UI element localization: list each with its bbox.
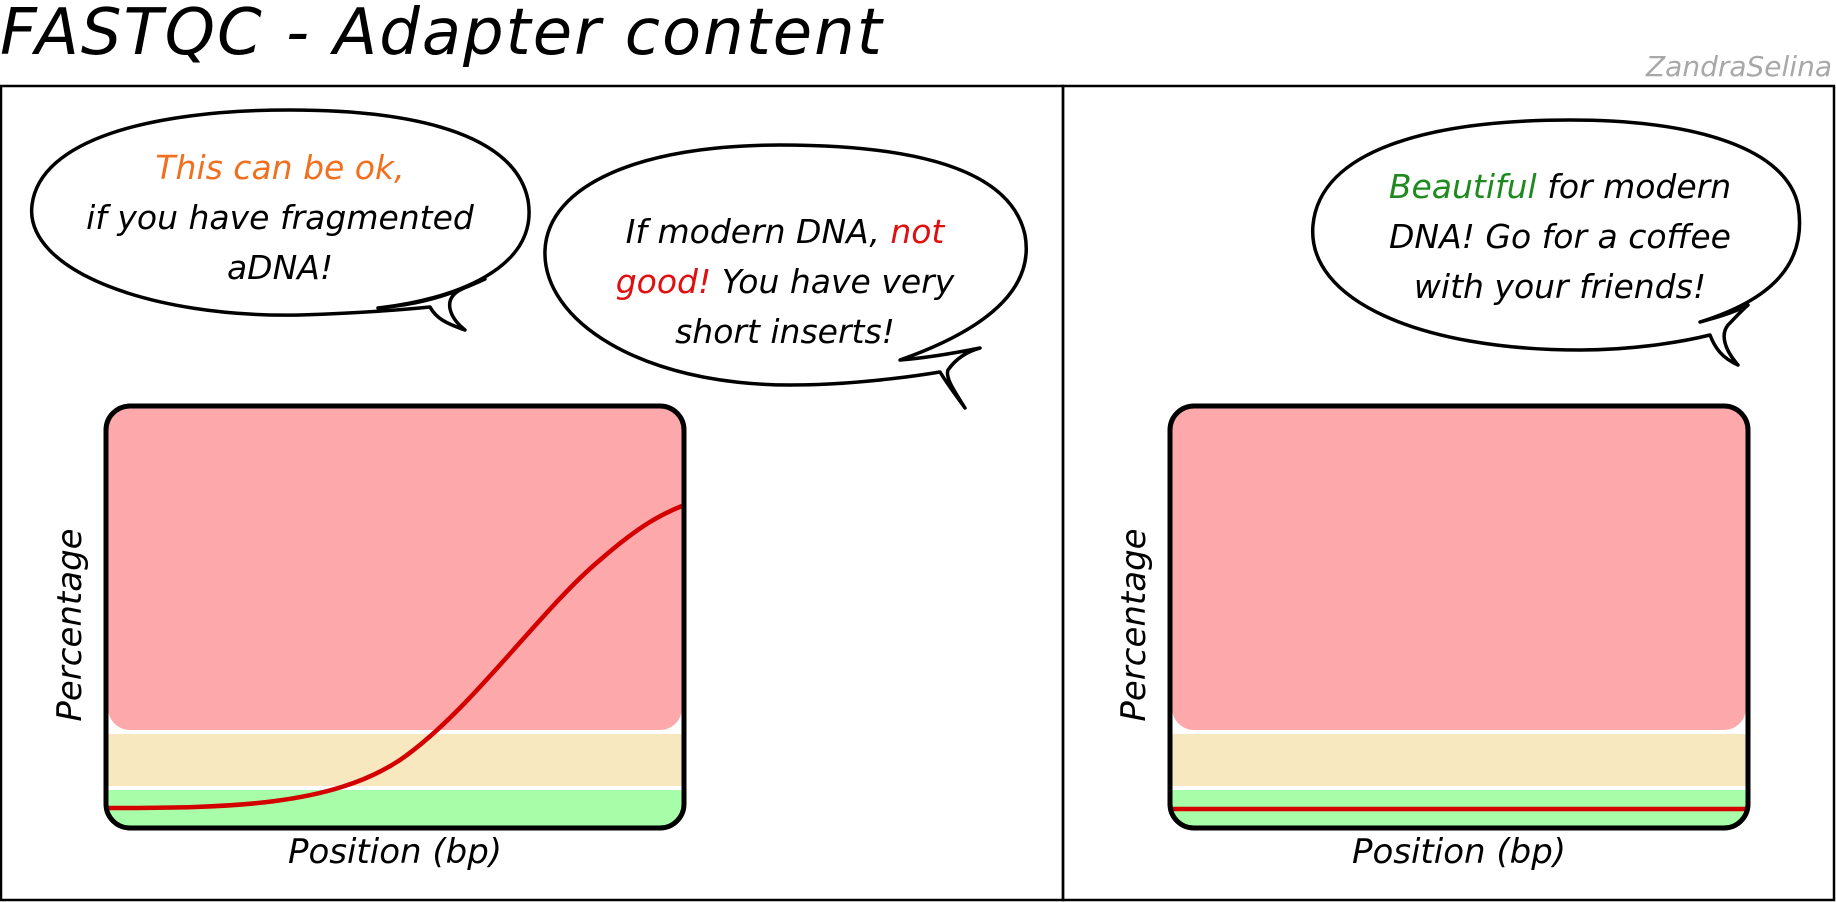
plot-left-ylabel: Percentage [50, 528, 90, 722]
bubble-segment: with your friends! [1413, 267, 1707, 306]
bubble-segment: good! [615, 262, 712, 301]
bubble-line: with your friends! [1335, 262, 1785, 312]
speech-bubble-right [1311, 118, 1802, 367]
plot-left-frame [103, 403, 687, 831]
bubble-line: aDNA! [60, 243, 500, 293]
bubble-segment: if you have fragmented [86, 198, 474, 237]
bubble-line: if you have fragmented [60, 193, 500, 243]
bubble-segment: for modern [1536, 167, 1732, 206]
bubble-segment: DNA! Go for a coffee [1389, 217, 1731, 256]
plot-left-fail-zone [108, 408, 682, 730]
adapter-curve-left [105, 503, 685, 811]
speech-bubble-left-2 [543, 143, 1028, 410]
bubble-segment: not [890, 212, 945, 251]
plot-right-xlabel: Position (bp) [1351, 832, 1567, 872]
bubble-line: short inserts! [565, 307, 1005, 357]
plot-left-warn-zone [108, 734, 682, 786]
plot-right-warn-zone [1172, 734, 1746, 786]
bubble-line: This can be ok, [60, 143, 500, 193]
plot-left-pass-zone [108, 790, 682, 826]
artist-signature: ZandraSelina [1646, 50, 1832, 83]
plot-right-frame [1167, 403, 1751, 831]
bubble-text-left-1: This can be ok, if you have fragmented aDN… [60, 143, 500, 293]
plot-right-fail-zone [1172, 408, 1746, 730]
bubble-segment: short inserts! [675, 312, 895, 351]
bubble-segment: aDNA! [226, 248, 334, 287]
bubble-segment: Beautiful [1388, 167, 1537, 206]
bubble-segment: This can be ok, [155, 148, 405, 187]
bubble-line: If modern DNA, not [565, 207, 1005, 257]
comic-title: FASTQC - Adapter content [0, 0, 884, 70]
bubble-line: good! You have very [565, 257, 1005, 307]
speech-bubble-left-1 [30, 108, 531, 332]
bubble-line: DNA! Go for a coffee [1335, 212, 1785, 262]
bubble-segment: You have very [711, 262, 955, 301]
plot-right-ylabel: Percentage [1114, 528, 1154, 722]
plot-left [103, 403, 687, 831]
plot-left-xlabel: Position (bp) [287, 832, 503, 872]
panel-right-frame [1061, 84, 1836, 902]
plot-right [1167, 403, 1751, 831]
bubble-segment: If modern DNA, [625, 212, 891, 251]
bubble-line: Beautiful for modern [1335, 162, 1785, 212]
